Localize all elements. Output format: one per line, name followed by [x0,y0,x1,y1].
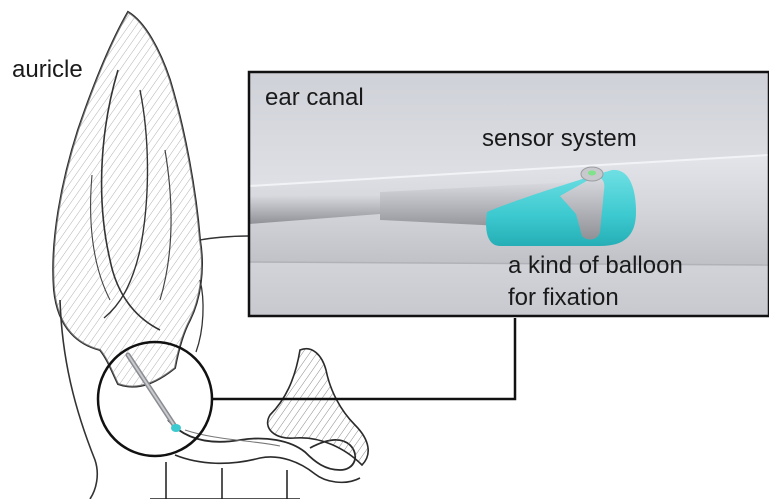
middle-ear-sketch [268,349,369,465]
balloon-label-line2: for fixation [508,286,619,310]
connector-line [212,318,515,399]
balloon-label-line1: a kind of balloon [508,254,683,278]
auricle-label: auricle [10,58,85,82]
ear-canal-label: ear canal [265,86,364,110]
sensor-system-label: sensor system [482,127,637,151]
